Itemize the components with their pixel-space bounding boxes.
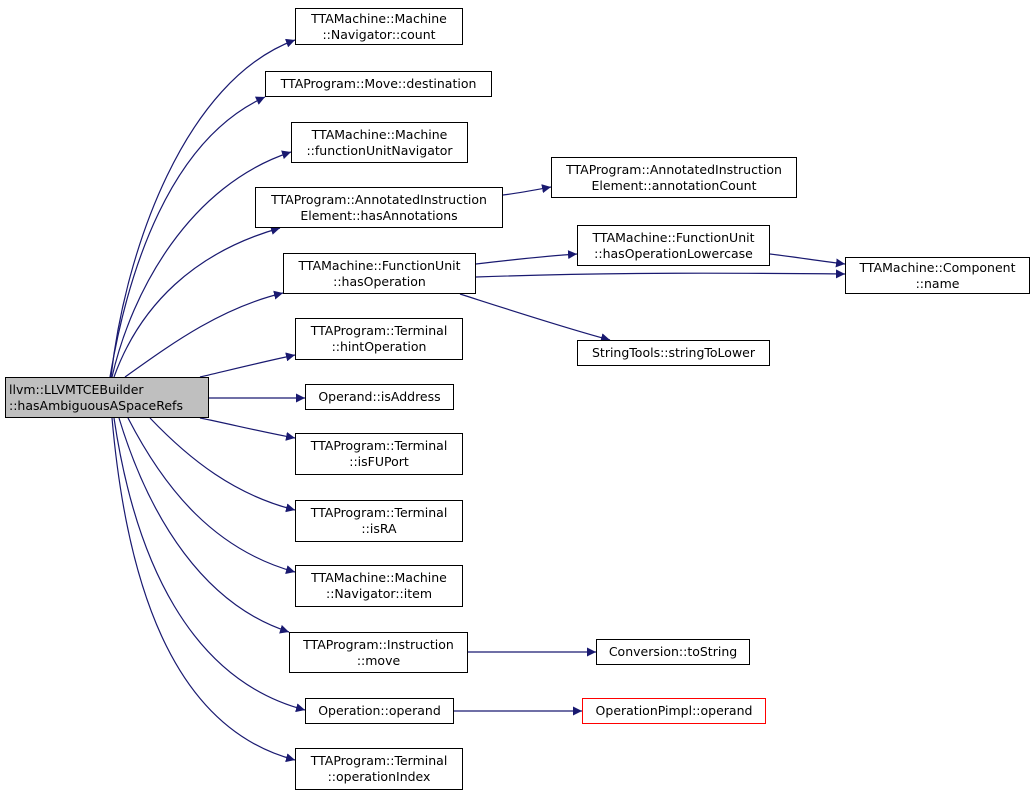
node-hasoplower[interactable]: TTAMachine::FunctionUnit::hasOperationLo…: [577, 225, 770, 266]
node-label-line: TTAMachine::Machine: [311, 126, 448, 142]
node-label-line: Operation::operand: [318, 703, 441, 718]
node-label-line: ::hasOperationLowercase: [594, 245, 753, 261]
node-label-line: TTAMachine::Machine: [311, 570, 447, 585]
node-label-line: TTAProgram::Instruction: [303, 636, 454, 652]
edge-n_hasoperation-to-n_name: [475, 269, 846, 279]
node-label-line: ::isRA: [361, 521, 397, 536]
edge-root-to-n_hintoperation: [199, 352, 296, 378]
edge-root-to-n_isra: [149, 417, 296, 513]
edge-root-to-n_item: [127, 417, 296, 574]
node-label-line: OperationPimpl::operand: [595, 703, 753, 718]
node-destination[interactable]: TTAProgram::Move::destination: [265, 71, 492, 97]
node-label-line: TTAMachine::Machine: [311, 10, 447, 26]
node-label-line: TTAProgram::Terminal: [310, 438, 448, 453]
node-move[interactable]: TTAProgram::Instruction::move: [289, 632, 468, 673]
node-hasoperation[interactable]: TTAMachine::FunctionUnit::hasOperation: [283, 253, 476, 294]
edge-root-to-n_destination: [109, 96, 266, 378]
node-item[interactable]: TTAMachine::Machine::Navigator::item: [295, 565, 463, 607]
edge-root-to-n_move: [118, 417, 290, 634]
node-label-line: ::move: [356, 652, 401, 668]
node-isaddress[interactable]: Operand::isAddress: [305, 384, 454, 410]
node-isra[interactable]: TTAProgram::Terminal::isRA: [295, 500, 463, 542]
node-hintoperation[interactable]: TTAProgram::Terminal::hintOperation: [295, 318, 463, 360]
edge-root-to-n_operand: [113, 417, 306, 713]
node-operationindex[interactable]: TTAProgram::Terminal::operationIndex: [295, 748, 463, 790]
edge-root-to-n_operationindex: [111, 417, 296, 763]
edge-root-to-n_count: [110, 38, 296, 378]
node-label-line: Element::hasAnnotations: [300, 207, 458, 223]
node-label-line: TTAProgram::Move::destination: [280, 76, 477, 91]
node-label-line: TTAMachine::Component: [859, 259, 1016, 275]
node-label-line: TTAProgram::Terminal: [310, 323, 448, 338]
edge-n_hasannotations-to-n_annotationcount: [502, 184, 552, 196]
node-label-line: TTAMachine::FunctionUnit: [298, 257, 461, 273]
edge-root-to-n_funavigator: [111, 150, 292, 378]
node-label-line: TTAProgram::AnnotatedInstruction: [566, 161, 782, 177]
node-pimploperand[interactable]: OperationPimpl::operand: [582, 698, 766, 724]
node-label-line: TTAMachine::FunctionUnit: [592, 229, 755, 245]
node-count[interactable]: TTAMachine::Machine::Navigator::count: [295, 8, 463, 45]
node-label-line: ::name: [915, 275, 960, 291]
node-label-line: ::hintOperation: [331, 339, 427, 354]
node-label-line: Element::annotationCount: [591, 177, 757, 193]
node-label-line: ::Navigator::count: [322, 26, 436, 42]
node-label-line: ::isFUPort: [349, 454, 409, 469]
node-name[interactable]: TTAMachine::Component::name: [845, 257, 1030, 294]
node-label-line: ::hasOperation: [333, 273, 426, 289]
edge-n_hasoperation-to-n_hasoplower: [475, 250, 578, 265]
node-label-line: TTAProgram::AnnotatedInstruction: [271, 191, 487, 207]
edge-root-to-n_hasannotations: [113, 226, 281, 378]
node-label-line: ::operationIndex: [327, 769, 431, 784]
node-operand[interactable]: Operation::operand: [305, 698, 454, 724]
node-funavigator[interactable]: TTAMachine::Machine::functionUnitNavigat…: [291, 122, 468, 163]
edge-root-to-n_hasoperation: [124, 290, 284, 378]
node-label-line: TTAProgram::Terminal: [310, 753, 448, 768]
node-label-line: Operand::isAddress: [318, 389, 441, 404]
node-tostring[interactable]: Conversion::toString: [596, 639, 750, 665]
edge-n_hasoperation-to-n_stringtolower: [459, 293, 611, 343]
node-label-line: ::functionUnitNavigator: [306, 142, 453, 158]
root-node[interactable]: llvm::LLVMTCEBuilder::hasAmbiguousASpace…: [5, 377, 209, 418]
node-stringtolower[interactable]: StringTools::stringToLower: [577, 340, 770, 366]
node-label-line: ::Navigator::item: [325, 586, 433, 601]
node-isfuport[interactable]: TTAProgram::Terminal::isFUPort: [295, 433, 463, 475]
node-label-line: TTAProgram::Terminal: [310, 505, 448, 520]
node-label-line: Conversion::toString: [608, 644, 738, 659]
node-label-line: ::hasAmbiguousASpaceRefs: [9, 397, 183, 413]
node-label-line: llvm::LLVMTCEBuilder: [9, 381, 144, 397]
edge-n_hasoplower-to-n_name: [769, 253, 846, 268]
edge-root-to-n_isfuport: [199, 417, 296, 441]
node-label-line: StringTools::stringToLower: [591, 345, 755, 360]
